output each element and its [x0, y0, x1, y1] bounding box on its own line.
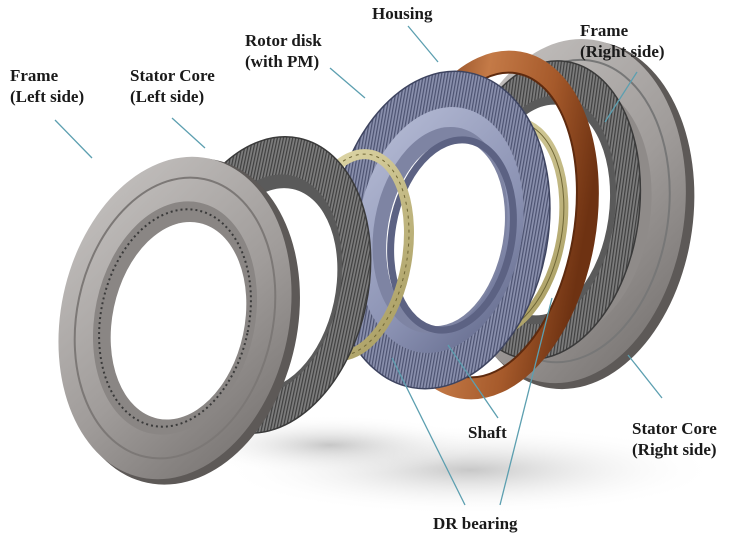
leader-stator-left — [171, 117, 206, 149]
leader-frame-left — [54, 119, 93, 159]
leader-lines — [54, 25, 663, 506]
label-frame-right-line2: (Right side) — [580, 42, 665, 61]
leader-bearing-2 — [499, 297, 553, 506]
label-stator-left: Stator Core (Left side) — [130, 65, 215, 107]
leader-shaft — [447, 344, 499, 419]
leader-housing — [407, 25, 439, 63]
label-stator-right: Stator Core (Right side) — [632, 418, 717, 460]
label-housing: Housing — [372, 3, 432, 24]
label-frame-left: Frame (Left side) — [10, 65, 84, 107]
label-frame-right-line1: Frame — [580, 21, 629, 40]
leader-stator-right — [627, 354, 663, 399]
label-stator-right-line2: (Right side) — [632, 440, 717, 459]
label-shaft: Shaft — [468, 422, 507, 443]
label-rotor-line2: (with PM) — [245, 52, 320, 71]
label-housing-line1: Housing — [372, 4, 433, 23]
leader-rotor — [329, 67, 366, 99]
label-frame-left-line2: (Left side) — [10, 87, 85, 106]
label-bearing: DR bearing — [433, 513, 518, 534]
leader-bearing-1 — [391, 357, 466, 506]
label-stator-left-line2: (Left side) — [130, 87, 205, 106]
label-frame-left-line1: Frame — [10, 66, 59, 85]
label-frame-right: Frame (Right side) — [580, 20, 665, 62]
label-rotor-line1: Rotor disk — [245, 31, 322, 50]
label-rotor: Rotor disk (with PM) — [245, 30, 322, 72]
frame-left-part — [58, 156, 300, 485]
label-stator-left-line1: Stator Core — [130, 66, 215, 85]
shaft-part — [387, 136, 517, 334]
label-shaft-line1: Shaft — [468, 423, 507, 442]
leader-frame-right — [604, 71, 638, 123]
label-stator-right-line1: Stator Core — [632, 419, 717, 438]
label-bearing-line1: DR bearing — [433, 514, 518, 533]
